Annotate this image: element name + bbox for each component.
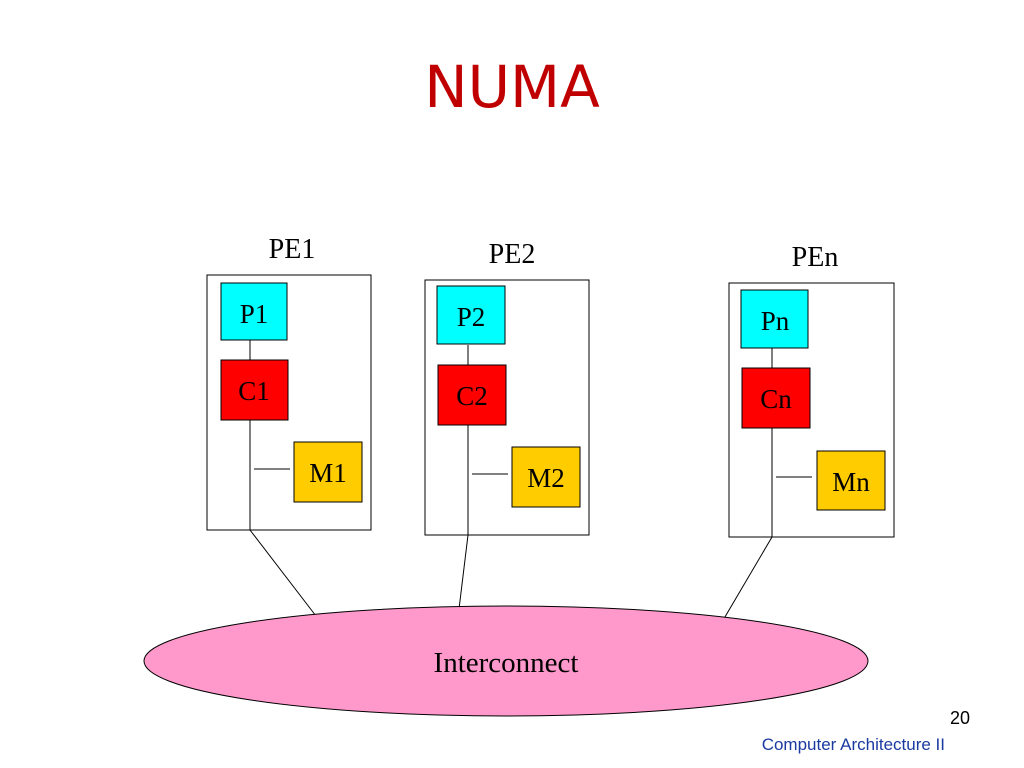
- processor-label: P1: [240, 299, 269, 329]
- processor-box: [220, 282, 288, 341]
- interconnect-link-2: [458, 534, 469, 610]
- interconnect-link-n: [721, 536, 773, 623]
- memory-label: M1: [309, 458, 347, 488]
- processor-box: [436, 285, 506, 345]
- memory-box: [511, 446, 581, 508]
- memory-box: [816, 450, 886, 511]
- cache-label: C1: [238, 376, 270, 406]
- pe-node-label: PE2: [489, 239, 536, 270]
- processor-box: [740, 289, 809, 349]
- cache-label: Cn: [760, 384, 792, 414]
- memory-label: M2: [527, 463, 565, 493]
- footer-text: Computer Architecture II: [761, 735, 945, 754]
- interconnect-label: Interconnect: [434, 647, 579, 679]
- memory-box: [293, 441, 363, 503]
- cache-box: [220, 359, 289, 421]
- pe-node-label: PEn: [792, 242, 839, 273]
- pe-node-label: PE1: [269, 234, 316, 265]
- cache-box: [437, 364, 507, 426]
- processor-label: Pn: [761, 306, 790, 336]
- cache-label: C2: [456, 381, 488, 411]
- pe-node-1: PE1 P1 C1 M1: [206, 234, 372, 531]
- processor-label: P2: [457, 302, 486, 332]
- pe-node-n: PEn Pn Cn Mn: [728, 242, 895, 538]
- interconnect-link-1: [249, 529, 317, 617]
- pe-node-2: PE2 P2 C2 M2: [424, 239, 590, 536]
- interconnect: Interconnect: [143, 605, 869, 717]
- slide-title: NUMA: [424, 53, 600, 121]
- interconnect-ellipse: [143, 605, 869, 717]
- memory-label: Mn: [832, 467, 870, 497]
- cache-box: [741, 367, 811, 429]
- page-number: 20: [949, 708, 970, 728]
